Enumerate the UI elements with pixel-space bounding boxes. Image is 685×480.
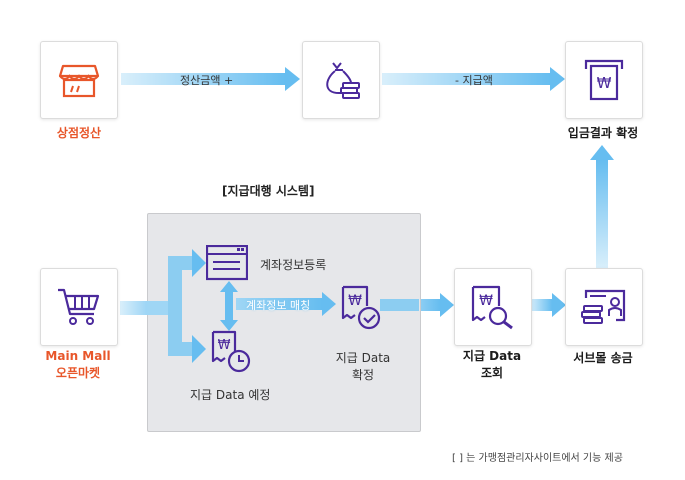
arrow-label-account-matching: 계좌정보 매칭 (246, 299, 311, 312)
server-transfer-node (565, 268, 643, 346)
store-settlement-label: 상점정산 (56, 126, 102, 140)
storefront-icon (58, 64, 100, 98)
arrow-settlement-to-bag (121, 67, 300, 91)
atm-won-icon: ₩ (584, 59, 624, 101)
main-mall-label-line1: Main Mall (45, 349, 111, 363)
payment-confirmed-line2: 확정 (351, 368, 375, 382)
svg-text:₩: ₩ (479, 293, 493, 309)
payment-lookup-node: ₩ (454, 268, 532, 346)
payment-lookup-label: 지급 Data 조회 (450, 348, 534, 382)
server-transfer-icon (581, 289, 626, 324)
account-register-label: 계좌정보등록 (260, 258, 327, 272)
won-receipt-check-icon: ₩ (341, 285, 381, 330)
money-bag-icon (326, 62, 360, 99)
money-bag-node (302, 41, 380, 119)
deposit-confirm-label: 입금결과 확정 (567, 126, 639, 140)
main-mall-label: Main Mall 오픈마켓 (35, 348, 121, 382)
arrow-transfer-to-deposit (590, 145, 614, 268)
footnote: [ ] 는 가맹점관리자사이트에서 기능 제공 (452, 453, 623, 464)
payment-scheduled-label: 지급 Data 예정 (190, 388, 271, 402)
svg-text:₩: ₩ (597, 74, 612, 92)
store-settlement-node (40, 41, 118, 119)
panel-title: [지급대행 시스템] (222, 184, 315, 198)
arrow-label-payment-minus: - 지급액 (455, 74, 493, 87)
svg-text:₩: ₩ (348, 293, 362, 309)
won-receipt-clock-icon: ₩ (211, 330, 251, 373)
payment-lookup-line1: 지급 Data (462, 349, 522, 363)
svg-text:₩: ₩ (218, 338, 231, 353)
browser-window-icon (206, 245, 248, 281)
won-receipt-search-icon: ₩ (471, 285, 513, 330)
arrow-lookup-to-transfer (530, 293, 566, 317)
system-feeder-arrows (147, 249, 206, 363)
main-mall-label-line2: 오픈마켓 (55, 366, 101, 380)
payment-lookup-line2: 조회 (480, 366, 504, 380)
payment-confirmed-label: 지급 Data 확정 (333, 350, 393, 384)
arrow-label-settlement-plus: 정산금액 + (180, 74, 234, 87)
main-mall-node (40, 268, 118, 346)
arrow-bag-to-deposit (382, 67, 565, 91)
server-transfer-label: 서브몰 송금 (573, 351, 633, 365)
system-link-arrows (220, 281, 419, 331)
shopping-cart-icon (58, 288, 100, 325)
payment-confirmed-line1: 지급 Data (335, 351, 391, 365)
deposit-confirm-node: ₩ (565, 41, 643, 119)
